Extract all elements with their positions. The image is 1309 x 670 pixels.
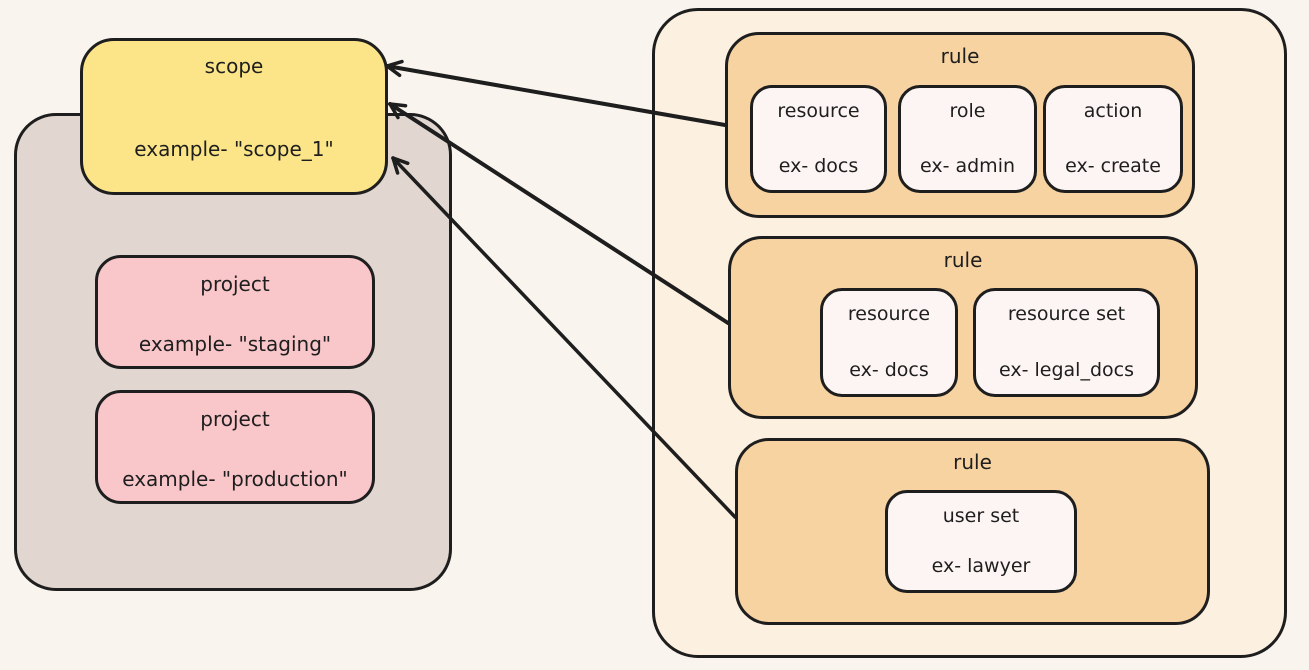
project-box-production: project example- "production" <box>95 390 375 504</box>
item-box-role: role ex- admin <box>898 85 1037 193</box>
item-example: ex- docs <box>778 155 859 177</box>
item-example: ex- docs <box>849 359 929 381</box>
scope-example: example- "scope_1" <box>134 137 334 161</box>
scope-box: scope example- "scope_1" <box>80 38 388 195</box>
item-title: user set <box>942 505 1020 527</box>
item-box-resource: resource ex- docs <box>750 85 887 193</box>
project-box-staging: project example- "staging" <box>95 255 375 369</box>
project-title: project <box>200 272 270 296</box>
item-example: ex- admin <box>919 155 1016 177</box>
project-example: example- "staging" <box>138 332 332 356</box>
project-example: example- "production" <box>122 467 348 491</box>
item-box-resource: resource ex- docs <box>820 288 958 397</box>
item-example: ex- lawyer <box>931 555 1031 577</box>
rule-title: rule <box>943 248 983 272</box>
item-example: ex- legal_docs <box>999 359 1134 381</box>
item-title: action <box>1083 100 1143 122</box>
item-title: resource <box>847 303 931 325</box>
item-title: resource set <box>1007 303 1126 325</box>
rule-title: rule <box>953 450 992 474</box>
item-title: role <box>949 100 986 122</box>
project-title: project <box>200 407 270 431</box>
scope-title: scope <box>204 54 264 78</box>
item-title: resource <box>777 100 860 122</box>
item-box-user-set: user set ex- lawyer <box>885 490 1077 593</box>
item-box-resource-set: resource set ex- legal_docs <box>973 288 1160 397</box>
item-example: ex- create <box>1065 155 1161 177</box>
item-box-action: action ex- create <box>1043 85 1183 193</box>
rule-title: rule <box>940 44 980 68</box>
